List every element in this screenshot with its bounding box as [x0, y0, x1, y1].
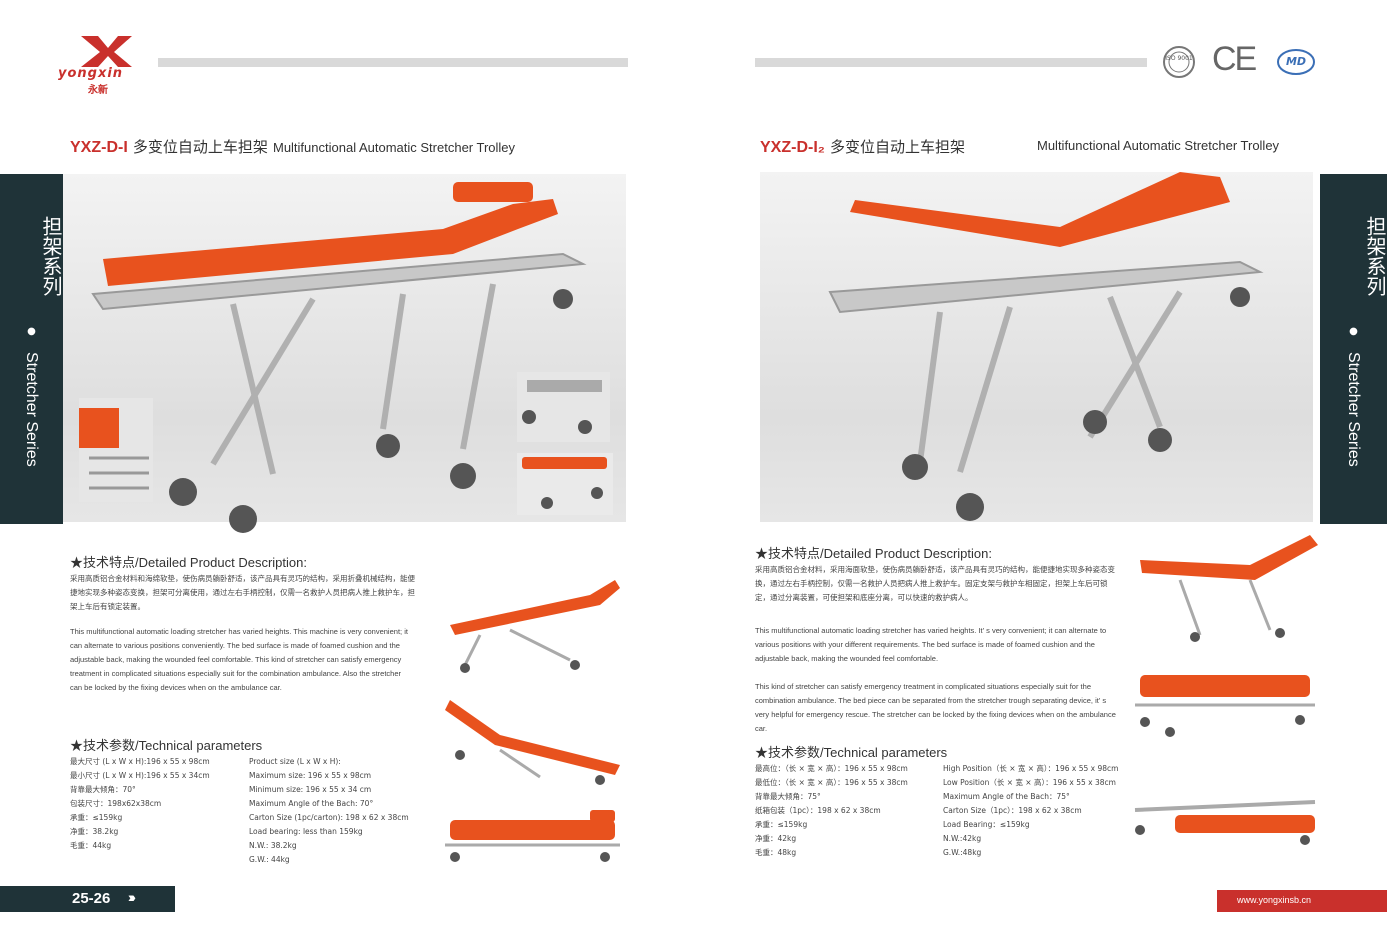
param-row: Load Bearing：≤159kg	[943, 820, 1030, 829]
left-detail-photo-2	[517, 372, 610, 442]
param-row: 净重：42kg	[755, 834, 797, 843]
param-row: G.W.: 44kg	[249, 855, 290, 864]
sidebar-en-label: Stretcher Series	[23, 352, 40, 467]
right-header-bar	[755, 58, 1147, 67]
right-desc-cn: 采用高质铝合金材料，采用海面软垫，使伤病员躺卧舒适，该产品具有灵巧的结构，能便捷…	[755, 565, 1115, 602]
right-thumb-photo-3	[1130, 790, 1320, 850]
right-desc-en-2: This kind of stretcher can satisfy emerg…	[755, 682, 1116, 733]
brand-logo: yongxin 永新	[58, 34, 148, 96]
right-params-en: High Position（长 × 宽 × 高）：196 x 55 x 98cm…	[943, 762, 1118, 860]
left-params-cn: 最大尺寸 (L x W x H):196 x 55 x 98cm 最小尺寸 (L…	[70, 755, 210, 853]
sidebar-dot: ●	[27, 326, 36, 337]
left-desc-en: This multifunctional automatic loading s…	[70, 627, 408, 692]
param-row: Maximum size: 196 x 55 x 98cm	[249, 771, 372, 780]
sidebar-cn-label: 担架系列	[1363, 216, 1387, 296]
param-row: 净重：38.2kg	[70, 827, 119, 836]
param-row: 毛重：48kg	[755, 848, 797, 857]
param-row: Low Position（长 × 宽 × 高）：196 x 55 x 38cm	[943, 778, 1116, 787]
right-sidebar-tab: 担架系列 ● Stretcher Series	[1320, 174, 1387, 524]
right-model-cn: 多变位自动上车担架	[829, 138, 965, 156]
param-row: 背靠最大倾角：75°	[755, 792, 821, 801]
left-model-cn: 多变位自动上车担架	[132, 138, 268, 156]
left-model-code: YXZ-D-I	[70, 139, 128, 156]
param-row: Maximum Angle of the Bach：75°	[943, 792, 1070, 801]
right-desc-en: This multifunctional automatic loading s…	[755, 626, 1107, 663]
param-row: N.W.: 38.2kg	[249, 841, 297, 850]
left-header-bar	[158, 58, 628, 67]
left-thumb-photo-2	[440, 685, 625, 785]
param-row: 包装尺寸：198x62x38cm	[70, 799, 162, 808]
param-row: Minimum size: 196 x 55 x 34 cm	[249, 785, 372, 794]
left-product-title: YXZ-D-I 多变位自动上车担架 Multifunctional Automa…	[70, 136, 515, 157]
param-row: 纸箱包装（1pc）：198 x 62 x 38cm	[755, 806, 881, 815]
left-desc-cn: 采用高质铝合金材料和海绵软垫，使伤病员躺卧舒适，该产品具有灵巧的结构，采用折叠机…	[70, 574, 415, 611]
website-url: www.yongxinsb.cn	[1237, 895, 1312, 905]
brand-name: yongxin	[58, 66, 124, 81]
param-row: 最大尺寸 (L x W x H):196 x 55 x 98cm	[70, 757, 210, 766]
param-row: Product size (L x W x H):	[249, 757, 341, 766]
sidebar-cn-label: 担架系列	[39, 216, 63, 296]
param-row: 背靠最大倾角：70°	[70, 785, 136, 794]
left-thumb-photo-1	[440, 570, 625, 675]
right-main-photo	[760, 172, 1313, 522]
right-desc-title: ★技术特点/Detailed Product Description:	[755, 546, 992, 561]
left-desc-title: ★技术特点/Detailed Product Description:	[70, 555, 307, 570]
param-row: 毛重：44kg	[70, 841, 112, 850]
left-model-en: Multifunctional Automatic Stretcher Trol…	[272, 140, 516, 155]
right-thumb-photo-2	[1130, 660, 1320, 740]
right-param-title: ★技术参数/Technical parameters	[755, 745, 948, 760]
left-sidebar-tab: 担架系列 ● Stretcher Series	[0, 174, 63, 524]
param-row: High Position（长 × 宽 × 高）：196 x 55 x 98cm	[943, 764, 1119, 773]
logo-x-icon	[81, 36, 132, 67]
sidebar-dot: ●	[1349, 326, 1358, 337]
iso-9001-seal-icon: ISO 9001	[1162, 45, 1196, 79]
param-row: Maximum Angle of the Bach: 70°	[249, 799, 374, 808]
md-mark-icon: MD	[1275, 46, 1317, 78]
param-row: 承重：≤159kg	[755, 820, 808, 829]
chevrons-icon: ››››››	[128, 889, 136, 905]
left-param-title: ★技术参数/Technical parameters	[70, 738, 263, 753]
left-thumb-photo-3	[440, 805, 625, 865]
right-params-cn: 最高位：（长 × 宽 × 高）：196 x 55 x 98cm 最低位：（长 ×…	[755, 762, 908, 860]
sidebar-en-label: Stretcher Series	[1345, 352, 1362, 467]
param-row: 最低位：（长 × 宽 × 高）：196 x 55 x 38cm	[755, 778, 908, 787]
param-row: Load bearing: less than 159kg	[249, 827, 363, 836]
right-model-en: Multifunctional Automatic Stretcher Trol…	[1037, 138, 1280, 153]
stretcher-trolley-icon	[91, 182, 587, 533]
right-product-title: YXZ-D-I₂ 多变位自动上车担架	[760, 136, 965, 157]
ce-mark-icon: CE	[1212, 40, 1257, 78]
right-model-code: YXZ-D-I₂	[760, 139, 825, 156]
param-row: 最高位：（长 × 宽 × 高）：196 x 55 x 98cm	[755, 764, 908, 773]
left-main-photo	[63, 174, 626, 533]
param-row: Carton Size (1pc/carton): 198 x 62 x 38c…	[249, 813, 409, 822]
stretcher-trolley-icon	[828, 172, 1264, 521]
right-thumb-photo-1	[1130, 525, 1320, 645]
left-params-en: Product size (L x W x H): Maximum size: …	[249, 755, 409, 867]
page-number: 25-26	[72, 890, 111, 907]
param-row: 最小尺寸 (L x W x H):196 x 55 x 34cm	[70, 771, 210, 780]
param-row: 承重：≤159kg	[70, 813, 123, 822]
website-bar: www.yongxinsb.cn	[1217, 890, 1387, 912]
brand-name-cn: 永新	[88, 85, 108, 96]
page-number-bar: 25-26 ››››››	[0, 886, 175, 912]
param-row: N.W.:42kg	[943, 834, 982, 843]
param-row: G.W.:48kg	[943, 848, 982, 857]
left-detail-photo-1	[79, 398, 153, 502]
left-detail-photo-3	[517, 453, 613, 515]
param-row: Carton Size（1pc）：198 x 62 x 38cm	[943, 806, 1082, 815]
